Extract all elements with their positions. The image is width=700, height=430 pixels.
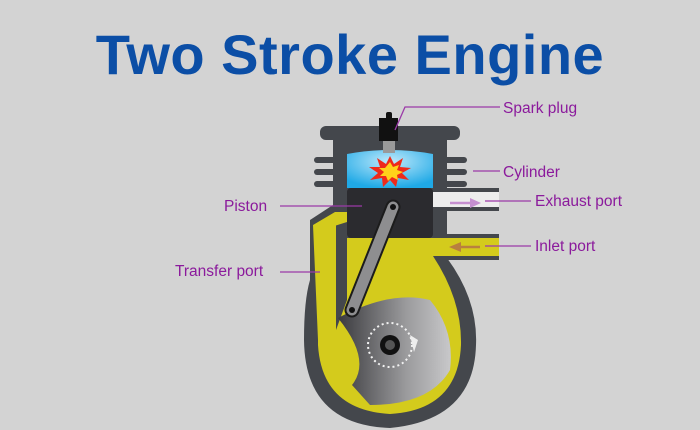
label-inlet-port: Inlet port [535,238,596,255]
transfer-channel [313,212,347,340]
connecting-rod [346,201,399,316]
rotation-arrow-icon [367,322,413,368]
exhaust-arrow-icon [450,198,481,208]
label-transfer-port: Transfer port [175,263,264,280]
cooling-fins [314,157,499,260]
label-cylinder: Cylinder [503,164,560,181]
diagram-title: Two Stroke Engine [95,23,605,86]
engine-body [304,112,499,428]
spark-plug [379,112,398,153]
label-piston: Piston [224,198,267,215]
label-exhaust-port: Exhaust port [535,193,623,210]
inlet-arrow-icon [449,242,480,252]
label-spark-plug: Spark plug [503,100,577,117]
exhaust-port-opening [433,192,499,207]
